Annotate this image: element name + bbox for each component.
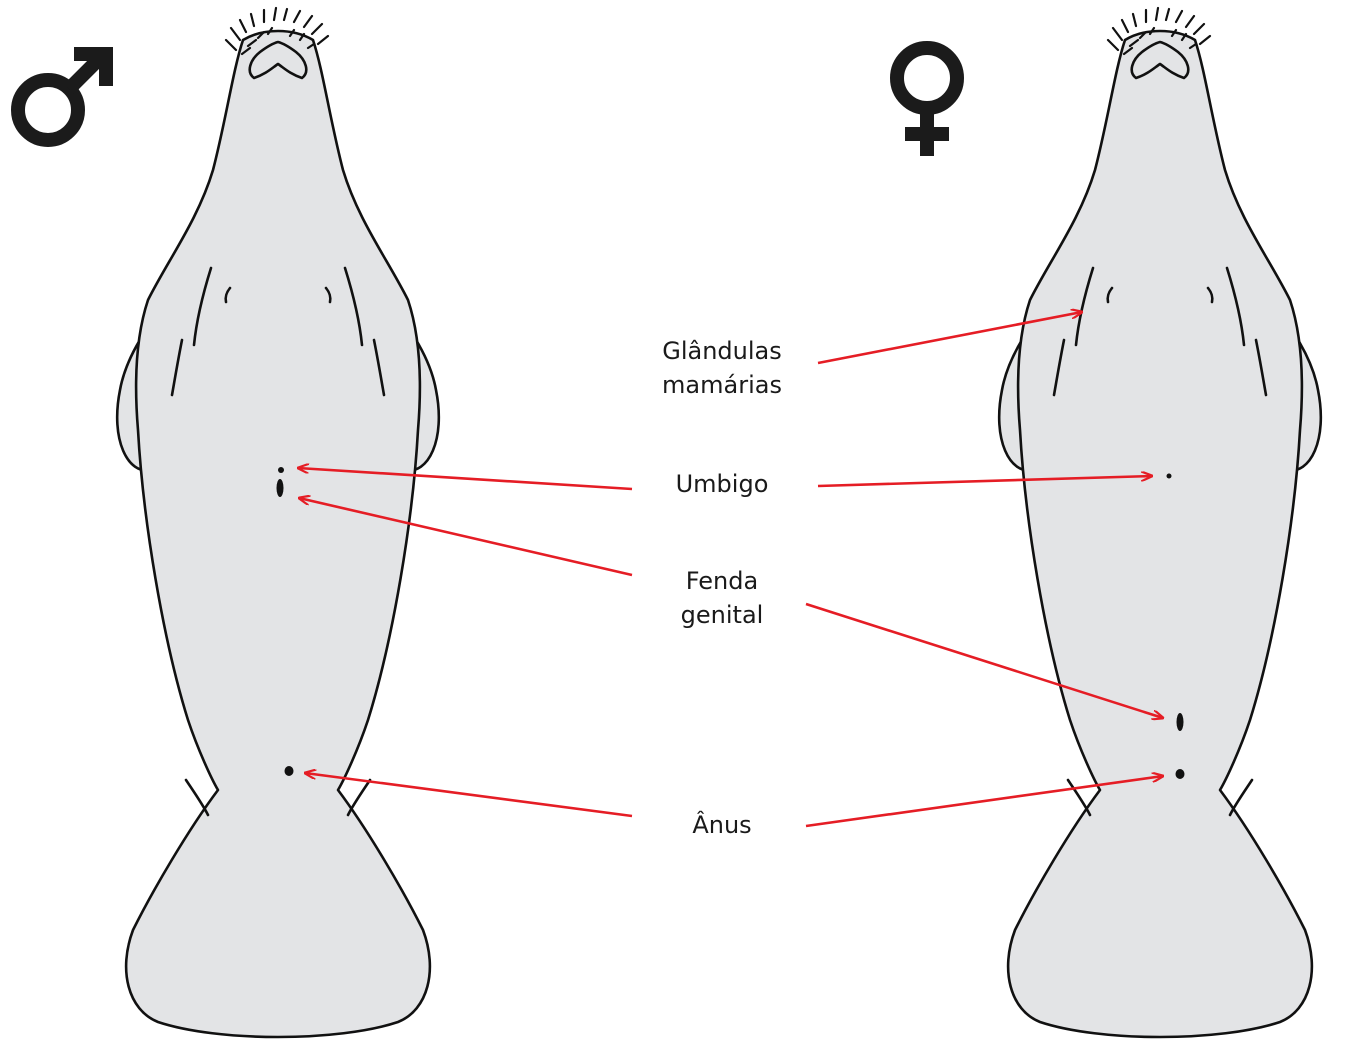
male-manatee: [117, 8, 439, 1037]
male-symbol-icon: [18, 54, 106, 140]
label-mammary-line2: mamárias: [634, 368, 810, 402]
female-symbol-icon: [897, 48, 957, 156]
male-navel: [278, 467, 284, 473]
label-anus: Ânus: [634, 808, 810, 842]
female-anus: [1176, 769, 1185, 779]
female-manatee: [999, 8, 1321, 1037]
label-genital-line1: Fenda: [634, 564, 810, 598]
male-anus: [285, 766, 294, 776]
label-mammary-line1: Glândulas: [634, 334, 810, 368]
male-genital-slit: [277, 479, 284, 497]
label-navel: Umbigo: [634, 467, 810, 501]
label-genital-line2: genital: [634, 598, 810, 632]
label-mammary-glands: Glândulas mamárias: [634, 334, 810, 402]
arrow-anus-male: [305, 773, 632, 816]
label-genital-slit: Fenda genital: [634, 564, 810, 632]
female-genital-slit: [1177, 713, 1184, 731]
female-navel: [1167, 474, 1172, 479]
